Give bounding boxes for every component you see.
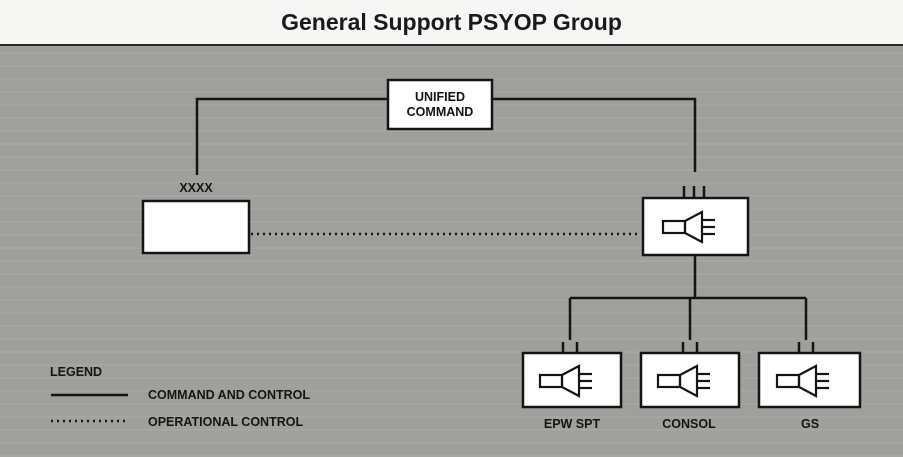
unified-command-label-line1: UNIFIED [415,90,465,104]
page-title: General Support PSYOP Group [281,8,622,35]
title-bar: General Support PSYOP Group [0,0,903,46]
legend-operational-control-label: OPERATIONAL CONTROL [148,415,303,429]
unified-command-label-line2: COMMAND [407,105,474,119]
subunit-label: CONSOL [662,417,716,431]
command-line-to-psyop-group [492,97,697,172]
command-line-to-xxxx [195,97,388,175]
subunit-label: GS [801,417,819,431]
legend-command-and-control-label: COMMAND AND CONTROL [148,388,310,402]
subunit-epw-spt-node: EPW SPT [521,342,623,431]
psyop-group-node [641,186,750,257]
legend-heading: LEGEND [50,365,102,379]
loudspeaker-icon [661,210,715,244]
subunit-consol-node: CONSOL [639,342,741,431]
group-echelon-marks [682,186,706,198]
legend: LEGEND COMMAND AND CONTROL OPERATIONAL C… [50,365,310,429]
army-group-node: XXXX [141,181,251,255]
army-group-echelon: XXXX [179,181,213,195]
subunit-label: EPW SPT [544,417,601,431]
unified-command-node: UNIFIED COMMAND [386,78,494,131]
command-lines [195,97,808,340]
loudspeaker-icon [656,364,710,398]
loudspeaker-icon [775,364,829,398]
subunit-gs-node: GS [757,342,862,431]
loudspeaker-icon [538,364,592,398]
